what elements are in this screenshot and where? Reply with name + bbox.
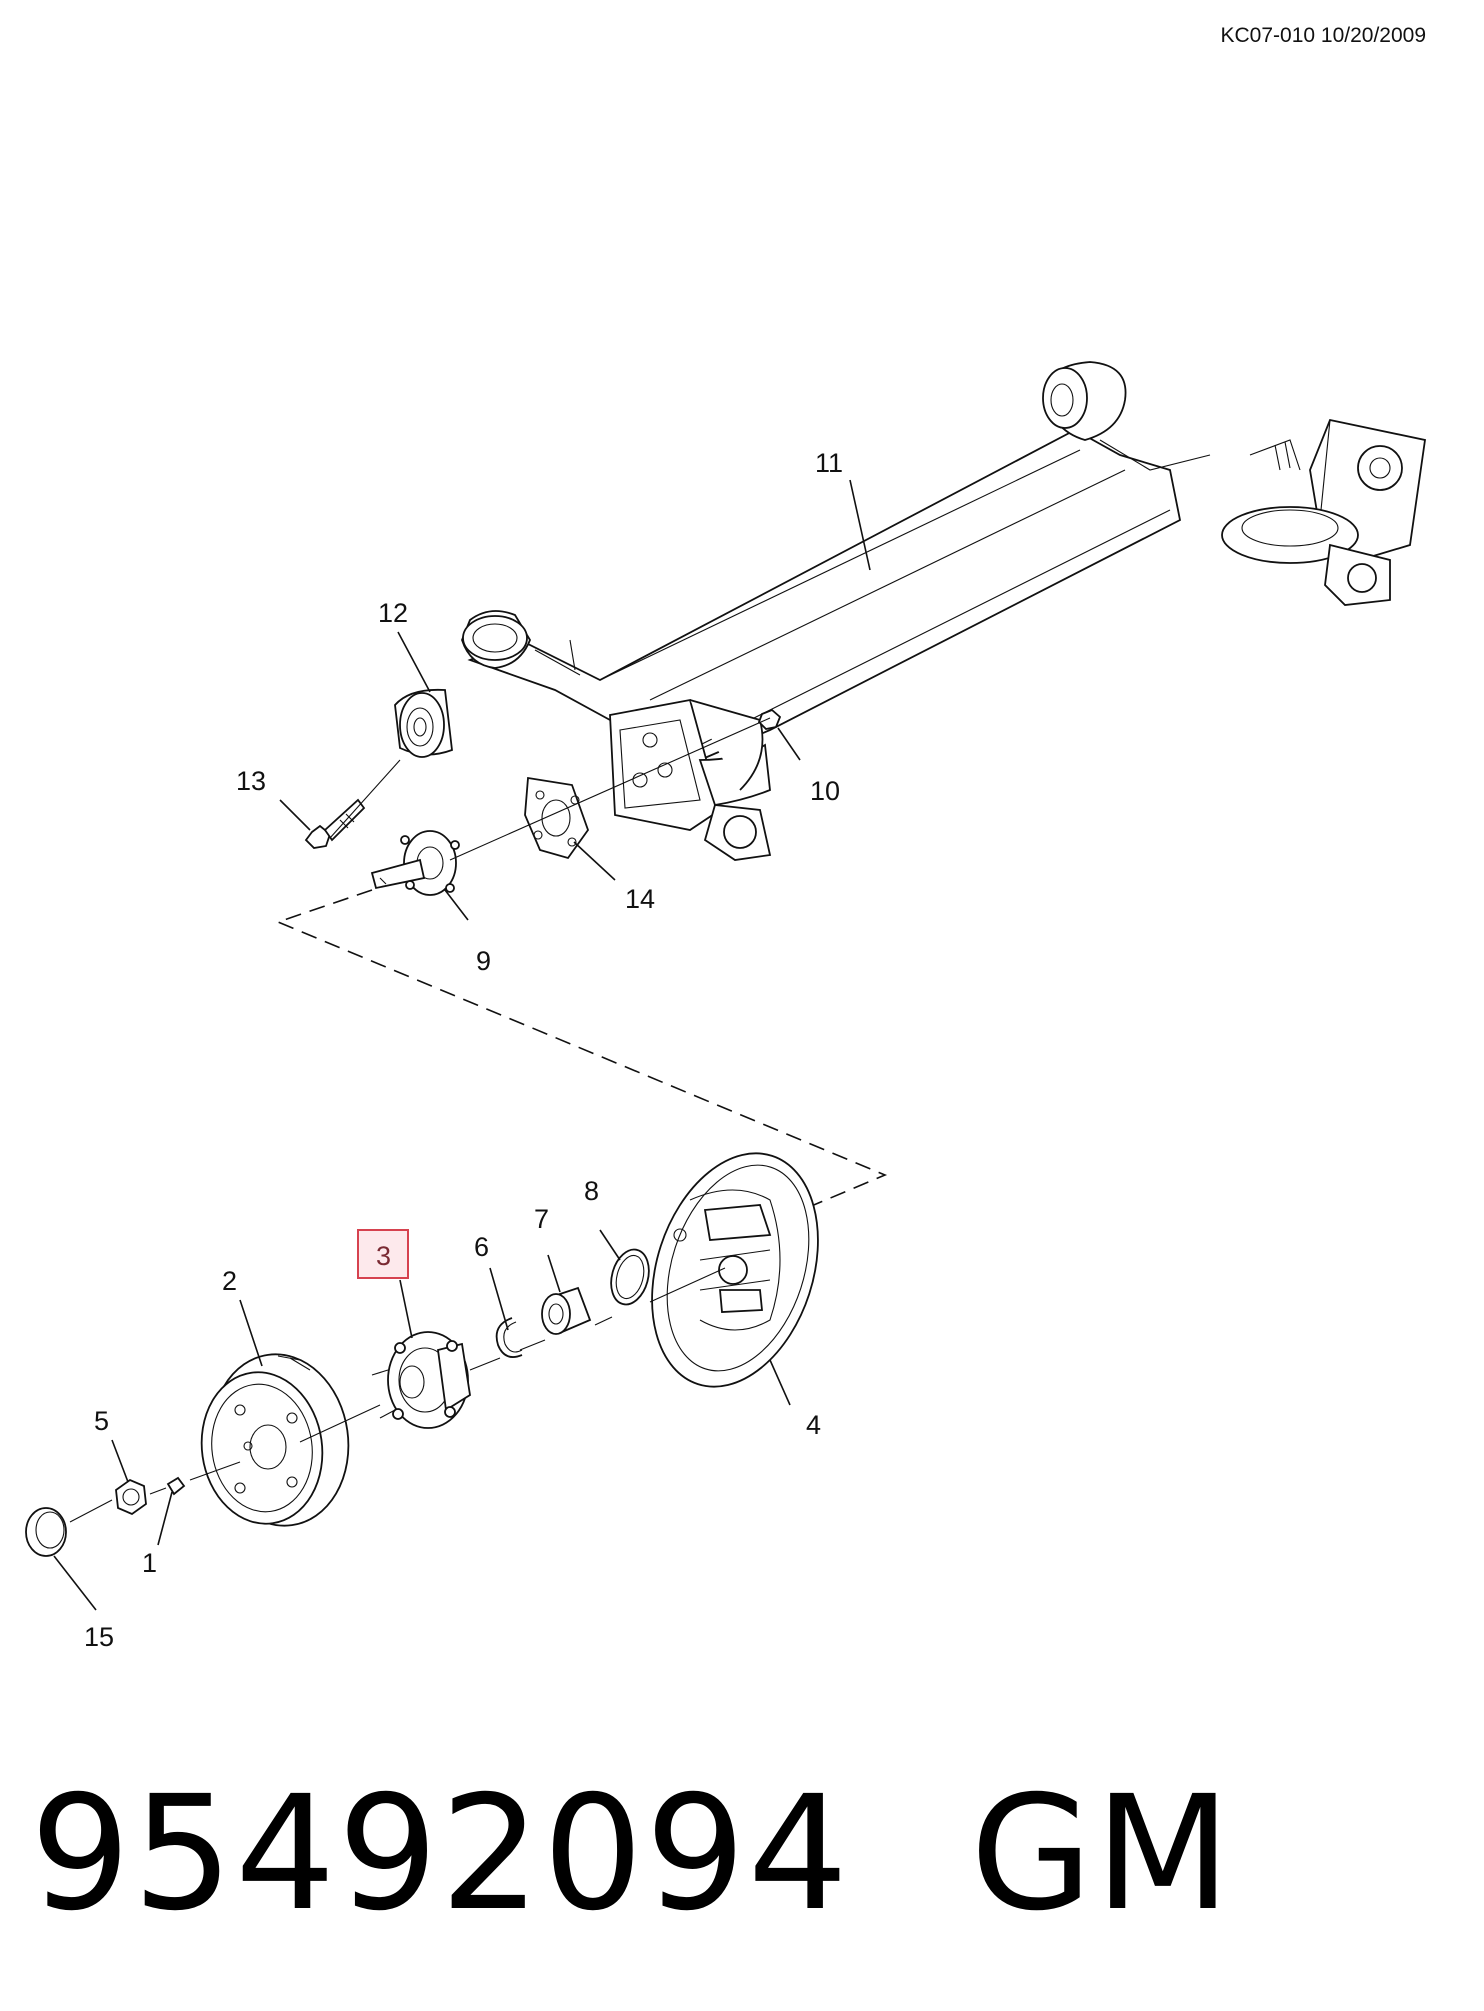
bushing-part <box>394 688 453 758</box>
assembly-boundary-dashed <box>275 889 888 1216</box>
brake-drum-part <box>200 1353 350 1527</box>
hub-bearing-part <box>371 1331 471 1429</box>
nut-part <box>757 708 782 730</box>
axle-nut-part <box>115 1478 147 1516</box>
upper-alignment-lines <box>329 717 771 861</box>
leader-lines <box>53 479 871 1611</box>
bolt-part <box>304 798 366 849</box>
shim-plate-part <box>524 776 590 860</box>
callout-labels: 11 12 13 10 14 9 8 7 6 3 2 4 5 1 15 <box>84 448 843 1652</box>
lower-alignment-line <box>69 1267 726 1523</box>
callout-6: 6 <box>474 1232 489 1262</box>
part-number-caption: 95492094 GM <box>30 1762 1233 1946</box>
callout-1: 1 <box>142 1548 157 1578</box>
brand-name: GM <box>970 1762 1233 1946</box>
callout-14: 14 <box>625 884 655 914</box>
bearing-part <box>541 1286 592 1335</box>
screw-part <box>166 1476 186 1496</box>
callout-8: 8 <box>584 1176 599 1206</box>
callout-10: 10 <box>810 776 840 806</box>
callout-12: 12 <box>378 598 408 628</box>
brake-backing-plate-assembly <box>651 1152 819 1388</box>
callout-3: 3 <box>376 1241 391 1271</box>
callout-13: 13 <box>236 766 266 796</box>
hub-cap-part <box>25 1507 67 1557</box>
callout-5: 5 <box>94 1406 109 1436</box>
callout-7: 7 <box>534 1204 549 1234</box>
sensor-ring-part <box>610 1248 650 1306</box>
callout-9: 9 <box>476 946 491 976</box>
rear-axle-beam <box>461 361 1427 861</box>
diagram-reference-code: KC07-010 10/20/2009 <box>1220 24 1427 47</box>
callout-4: 4 <box>806 1410 821 1440</box>
highlighted-callout-box <box>357 1229 409 1279</box>
callout-2: 2 <box>222 1266 237 1296</box>
spindle-part <box>370 830 460 896</box>
snap-ring-part <box>495 1317 523 1358</box>
part-number: 95492094 <box>30 1762 851 1946</box>
callout-11: 11 <box>815 448 843 478</box>
callout-15: 15 <box>84 1622 114 1652</box>
